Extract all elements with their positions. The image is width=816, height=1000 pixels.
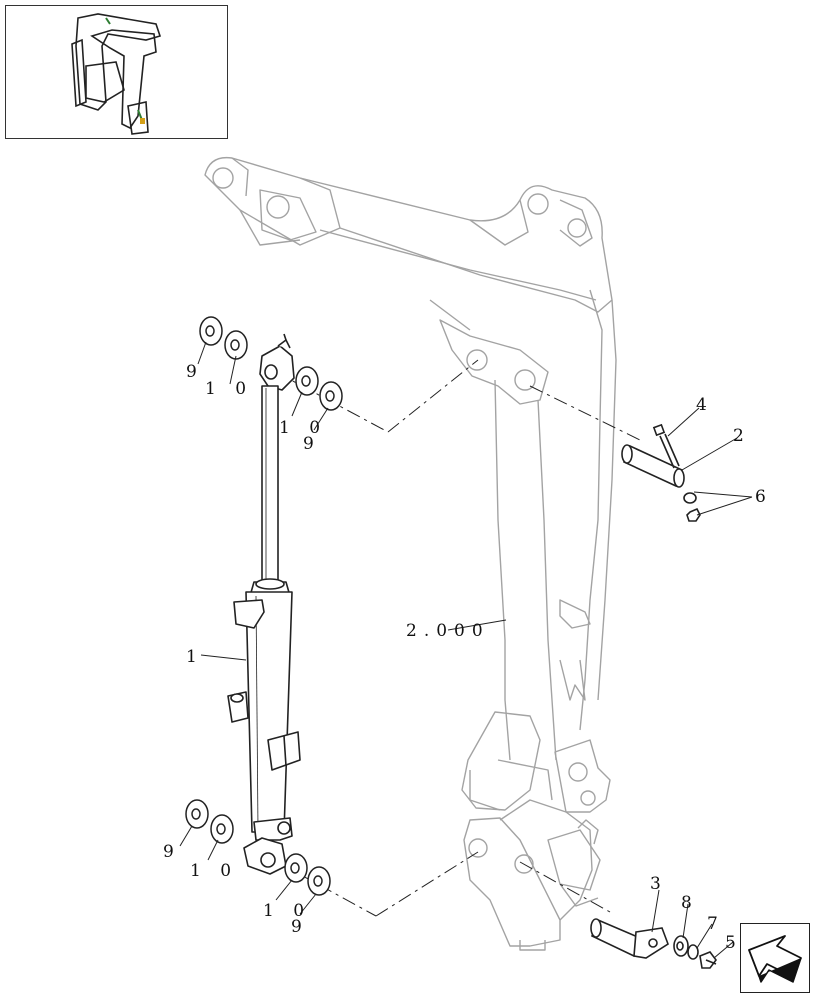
leader-lines [179, 341, 753, 959]
callout-5: 5 [725, 933, 736, 953]
washer-10-bottom-right [284, 853, 308, 883]
washer-9-top-left [199, 316, 223, 346]
reference-label: 2.000 [406, 621, 490, 641]
callout-8: 8 [681, 893, 692, 913]
arm-structure-ghost [204, 156, 617, 951]
pin-upper-assembly[interactable] [621, 423, 701, 522]
callout-9-bottom-right: 9 [291, 917, 302, 937]
nut-6 [683, 492, 701, 522]
callout-10-bottom-left: 1 0 [190, 861, 238, 881]
washer-10-top-right [295, 366, 319, 396]
callout-10-bottom-right: 1 0 [263, 901, 311, 921]
washers[interactable] [185, 316, 343, 896]
callout-4: 4 [696, 395, 707, 415]
callout-1: 1 [186, 647, 197, 667]
washer-8 [673, 935, 689, 957]
pin-2 [621, 444, 685, 488]
callout-7: 7 [707, 914, 718, 934]
washer-9-bottom-left [185, 799, 209, 829]
washer-9-top-right [319, 381, 343, 411]
callout-10-top-right: 1 0 [279, 418, 327, 438]
callout-6: 6 [755, 487, 766, 507]
callout-10-top-left: 1 0 [205, 379, 253, 399]
callouts: 1 2 3 4 5 6 7 8 9 1 0 1 0 9 9 1 0 1 0 9 … [163, 362, 766, 953]
pin-lower-assembly[interactable] [590, 918, 717, 969]
callout-9-top-left: 9 [186, 362, 197, 382]
washer-10-bottom-left [210, 814, 234, 844]
callout-3: 3 [650, 874, 661, 894]
callout-9-bottom-left: 9 [163, 842, 174, 862]
bolt-5 [699, 951, 717, 969]
hydraulic-cylinder[interactable] [227, 333, 301, 875]
next-page-button[interactable] [740, 923, 810, 993]
washer-10-top-left [224, 330, 248, 360]
pin-3 [590, 918, 669, 959]
washer-9-bottom-right [307, 866, 331, 896]
callout-9-top-right: 9 [303, 434, 314, 454]
overview-thumbnail[interactable] [5, 5, 228, 139]
callout-2: 2 [733, 426, 744, 446]
bolt-4 [652, 423, 680, 469]
next-page-arrow-icon [748, 935, 802, 983]
machine-overview-icon [71, 13, 162, 135]
washer-7 [687, 944, 699, 960]
